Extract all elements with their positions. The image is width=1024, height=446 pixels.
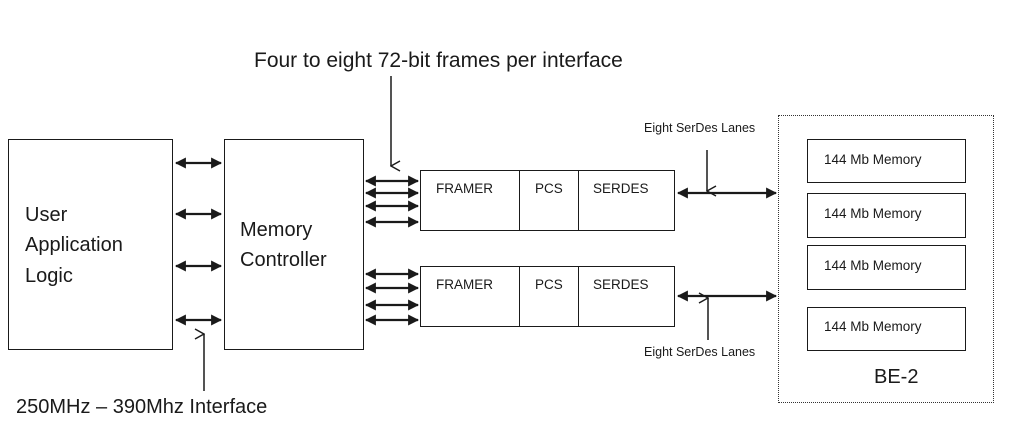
memory-block-label: 144 Mb Memory [824,152,922,167]
interface-block-2: FRAMER PCS SERDES [420,266,675,327]
pcs-label: PCS [535,277,563,292]
memory-block-2: 144 Mb Memory [807,193,966,238]
memory-block-3: 144 Mb Memory [807,245,966,290]
framer-cell: FRAMER [421,171,520,230]
pcs-label: PCS [535,181,563,196]
memory-controller-line-1: Memory [240,219,313,241]
serdes-lanes-label-2: Eight SerDes Lanes [644,345,756,359]
user-logic-line-1: User [25,204,68,226]
framer-cell: FRAMER [421,267,520,326]
memory-controller-line-2: Controller [240,249,327,271]
pcs-cell: PCS [519,267,579,326]
serdes-cell: SERDES [578,171,674,230]
memory-block-4: 144 Mb Memory [807,307,966,351]
user-logic-line-3: Logic [25,265,73,287]
pcs-cell: PCS [519,171,579,230]
memory-block-label: 144 Mb Memory [824,258,922,273]
serdes-label: SERDES [593,277,649,292]
serdes-lanes-label-1: Eight SerDes Lanes [644,121,756,135]
be2-label: BE-2 [874,366,919,388]
interface-speed-annotation: 250MHz – 390Mhz Interface [16,396,268,418]
interface-block-1: FRAMER PCS SERDES [420,170,675,231]
frames-annotation: Four to eight 72-bit frames per interfac… [254,49,623,72]
serdes-label: SERDES [593,181,649,196]
user-logic-line-2: Application [25,234,123,256]
be2-device: 144 Mb Memory 144 Mb Memory 144 Mb Memor… [778,115,994,403]
memory-controller-block: Memory Controller [224,139,364,350]
memory-block-1: 144 Mb Memory [807,139,966,183]
user-application-logic-block: User Application Logic [8,139,173,350]
memory-block-label: 144 Mb Memory [824,206,922,221]
framer-label: FRAMER [436,277,493,292]
memory-block-label: 144 Mb Memory [824,319,922,334]
serdes-cell: SERDES [578,267,674,326]
framer-label: FRAMER [436,181,493,196]
